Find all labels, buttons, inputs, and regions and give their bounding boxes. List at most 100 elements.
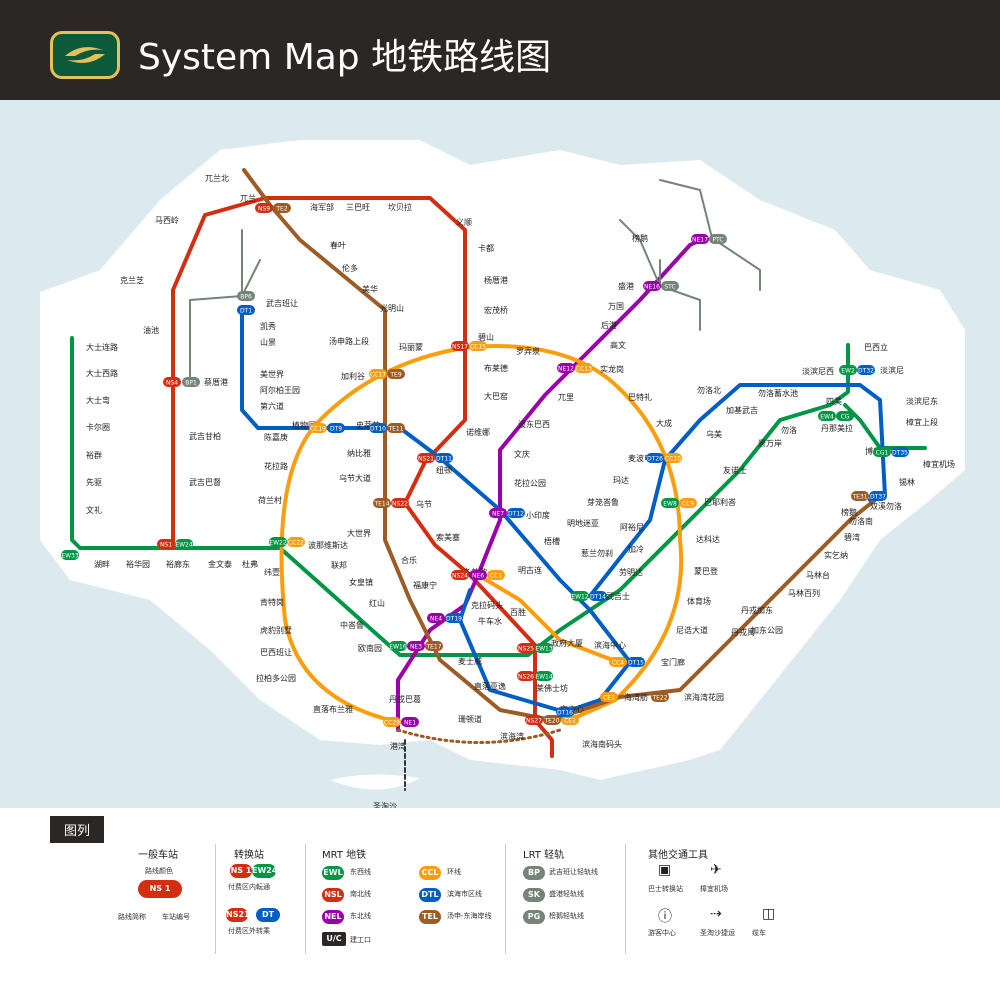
- station-label[interactable]: 梧槽: [544, 536, 560, 546]
- station-code-badge[interactable]: DT16: [556, 707, 574, 717]
- station-code-badge[interactable]: EW13: [535, 643, 553, 653]
- station-label[interactable]: 大士西路: [86, 368, 118, 378]
- station-code-badge[interactable]: EW14: [535, 671, 553, 681]
- station-label[interactable]: 淡滨尼东: [906, 396, 938, 406]
- station-label[interactable]: 乌节大道: [339, 473, 371, 483]
- station-label[interactable]: 波东巴西: [518, 419, 550, 429]
- station-label[interactable]: 阿尔柏王园: [260, 385, 300, 395]
- station-label[interactable]: 滨海南码头: [582, 739, 622, 749]
- station-code-badge[interactable]: CC9: [679, 498, 697, 508]
- station-label[interactable]: 巴耶利峇: [704, 497, 736, 507]
- station-code-badge[interactable]: TE11: [387, 423, 405, 433]
- station-label[interactable]: 卡尔圈: [86, 422, 110, 432]
- station-label[interactable]: 植物园: [292, 420, 316, 430]
- station-label[interactable]: 政府大厦: [551, 638, 583, 648]
- station-label[interactable]: 宏茂桥: [484, 305, 508, 315]
- station-label[interactable]: 裕群: [86, 450, 102, 460]
- station-label[interactable]: 劳明达: [619, 567, 643, 577]
- station-code-badge[interactable]: CG1: [873, 447, 891, 457]
- station-label[interactable]: 武吉士: [606, 591, 630, 601]
- station-label[interactable]: 乌节: [416, 499, 432, 509]
- station-label[interactable]: 蒙巴登: [694, 566, 718, 576]
- station-label[interactable]: 先驱: [86, 477, 102, 487]
- station-label[interactable]: 四美: [826, 396, 842, 406]
- station-label[interactable]: 荷兰村: [258, 495, 282, 505]
- station-code-badge[interactable]: CC13: [575, 363, 593, 373]
- station-code-badge[interactable]: DT11: [435, 453, 453, 463]
- station-label[interactable]: 海军部: [310, 202, 334, 212]
- station-code-badge[interactable]: NS4: [163, 377, 181, 387]
- station-code-badge[interactable]: NS17: [451, 341, 469, 351]
- station-code-badge[interactable]: TE9: [387, 369, 405, 379]
- station-label[interactable]: 福康宁: [413, 580, 437, 590]
- station-code-badge[interactable]: TE14: [373, 498, 391, 508]
- station-label[interactable]: 海湾舫: [624, 692, 648, 702]
- station-label[interactable]: 红山: [369, 598, 385, 608]
- station-code-badge[interactable]: TE17: [425, 641, 443, 651]
- station-label[interactable]: 第六道: [260, 401, 284, 411]
- station-label[interactable]: 加东公园: [751, 625, 783, 635]
- station-label[interactable]: 兀兰北: [205, 173, 229, 183]
- station-label[interactable]: 山景: [260, 337, 276, 347]
- station-label[interactable]: 直落亚逸: [474, 681, 506, 691]
- station-code-badge[interactable]: CC4: [609, 657, 627, 667]
- station-label[interactable]: 文庆: [514, 449, 530, 459]
- station-label[interactable]: 碧山: [478, 332, 494, 342]
- station-code-badge[interactable]: CC1: [487, 570, 505, 580]
- station-label[interactable]: 美华: [362, 284, 378, 294]
- station-label[interactable]: 武吉班让: [266, 298, 298, 308]
- station-label[interactable]: 肯特岗: [260, 597, 284, 607]
- station-label[interactable]: 锡林: [899, 477, 915, 487]
- station-code-badge[interactable]: TE31: [851, 491, 869, 501]
- station-label[interactable]: 碧湾: [844, 532, 860, 542]
- station-code-badge[interactable]: EW12: [571, 591, 589, 601]
- station-label[interactable]: 景万岸: [758, 439, 782, 448]
- station-code-badge[interactable]: EW8: [661, 498, 679, 508]
- station-label[interactable]: 滨海中心: [594, 640, 626, 650]
- station-label[interactable]: 诺维娜: [466, 427, 490, 437]
- station-label[interactable]: 丹戎禺: [731, 627, 755, 637]
- station-label[interactable]: 加利谷: [341, 371, 365, 381]
- station-code-badge[interactable]: NS9: [255, 203, 273, 213]
- station-label[interactable]: 百胜: [510, 607, 526, 617]
- station-label[interactable]: 小印度: [526, 510, 550, 520]
- station-label[interactable]: 罗弄泉: [516, 346, 540, 356]
- station-code-badge[interactable]: STC: [661, 281, 679, 291]
- station-code-badge[interactable]: TE2: [273, 203, 291, 213]
- station-label[interactable]: 坎贝拉: [388, 202, 412, 212]
- station-label[interactable]: 尼诰大道: [676, 625, 708, 635]
- station-label[interactable]: 牛车水: [478, 616, 502, 626]
- station-label[interactable]: 丹那美拉: [821, 423, 853, 433]
- station-label[interactable]: 樟宜机场: [923, 459, 955, 469]
- station-label[interactable]: 欧南园: [358, 643, 382, 653]
- station-label[interactable]: 兀兰: [240, 193, 256, 203]
- station-label[interactable]: 光明山: [380, 303, 404, 313]
- station-code-badge[interactable]: CC17: [369, 369, 387, 379]
- station-label[interactable]: 淡滨尼: [880, 365, 904, 375]
- station-label[interactable]: 湖畔: [94, 559, 110, 569]
- station-label[interactable]: 巴西班让: [260, 647, 292, 657]
- station-label[interactable]: 巴西立: [864, 342, 888, 352]
- station-label[interactable]: 大士弯: [86, 395, 110, 405]
- station-label[interactable]: 马西岭: [155, 215, 179, 225]
- station-code-badge[interactable]: EW16: [389, 641, 407, 651]
- station-label[interactable]: 凯秀: [260, 321, 276, 331]
- station-label[interactable]: 花拉路: [264, 461, 288, 471]
- station-label[interactable]: 珊顿道: [458, 714, 482, 724]
- station-label[interactable]: 加基武吉: [726, 405, 758, 415]
- station-code-badge[interactable]: EW33: [61, 550, 79, 560]
- station-label[interactable]: 盛港: [618, 281, 634, 291]
- station-label[interactable]: 勿洛蓄水池: [758, 388, 798, 398]
- station-label[interactable]: 克兰芝: [120, 275, 144, 285]
- station-code-badge[interactable]: NE4: [427, 613, 445, 623]
- station-label[interactable]: 纽顿: [436, 465, 452, 475]
- station-label[interactable]: 金文泰: [208, 559, 232, 569]
- station-label[interactable]: 玛丽蒙: [399, 342, 423, 352]
- station-code-badge[interactable]: BP6: [237, 291, 255, 301]
- station-label[interactable]: 马林台: [806, 570, 830, 580]
- station-label[interactable]: 蔡厝港: [204, 377, 228, 387]
- station-code-badge[interactable]: CC19: [309, 423, 327, 433]
- station-code-badge[interactable]: CC29: [383, 717, 401, 727]
- system-map[interactable]: 克兰芝马西岭兀兰兀兰北海军部三巴旺坎贝拉义顺卡都杨厝港宏茂桥碧山布莱德大巴窑诺维…: [0, 100, 1000, 808]
- station-code-badge[interactable]: CC22: [287, 537, 305, 547]
